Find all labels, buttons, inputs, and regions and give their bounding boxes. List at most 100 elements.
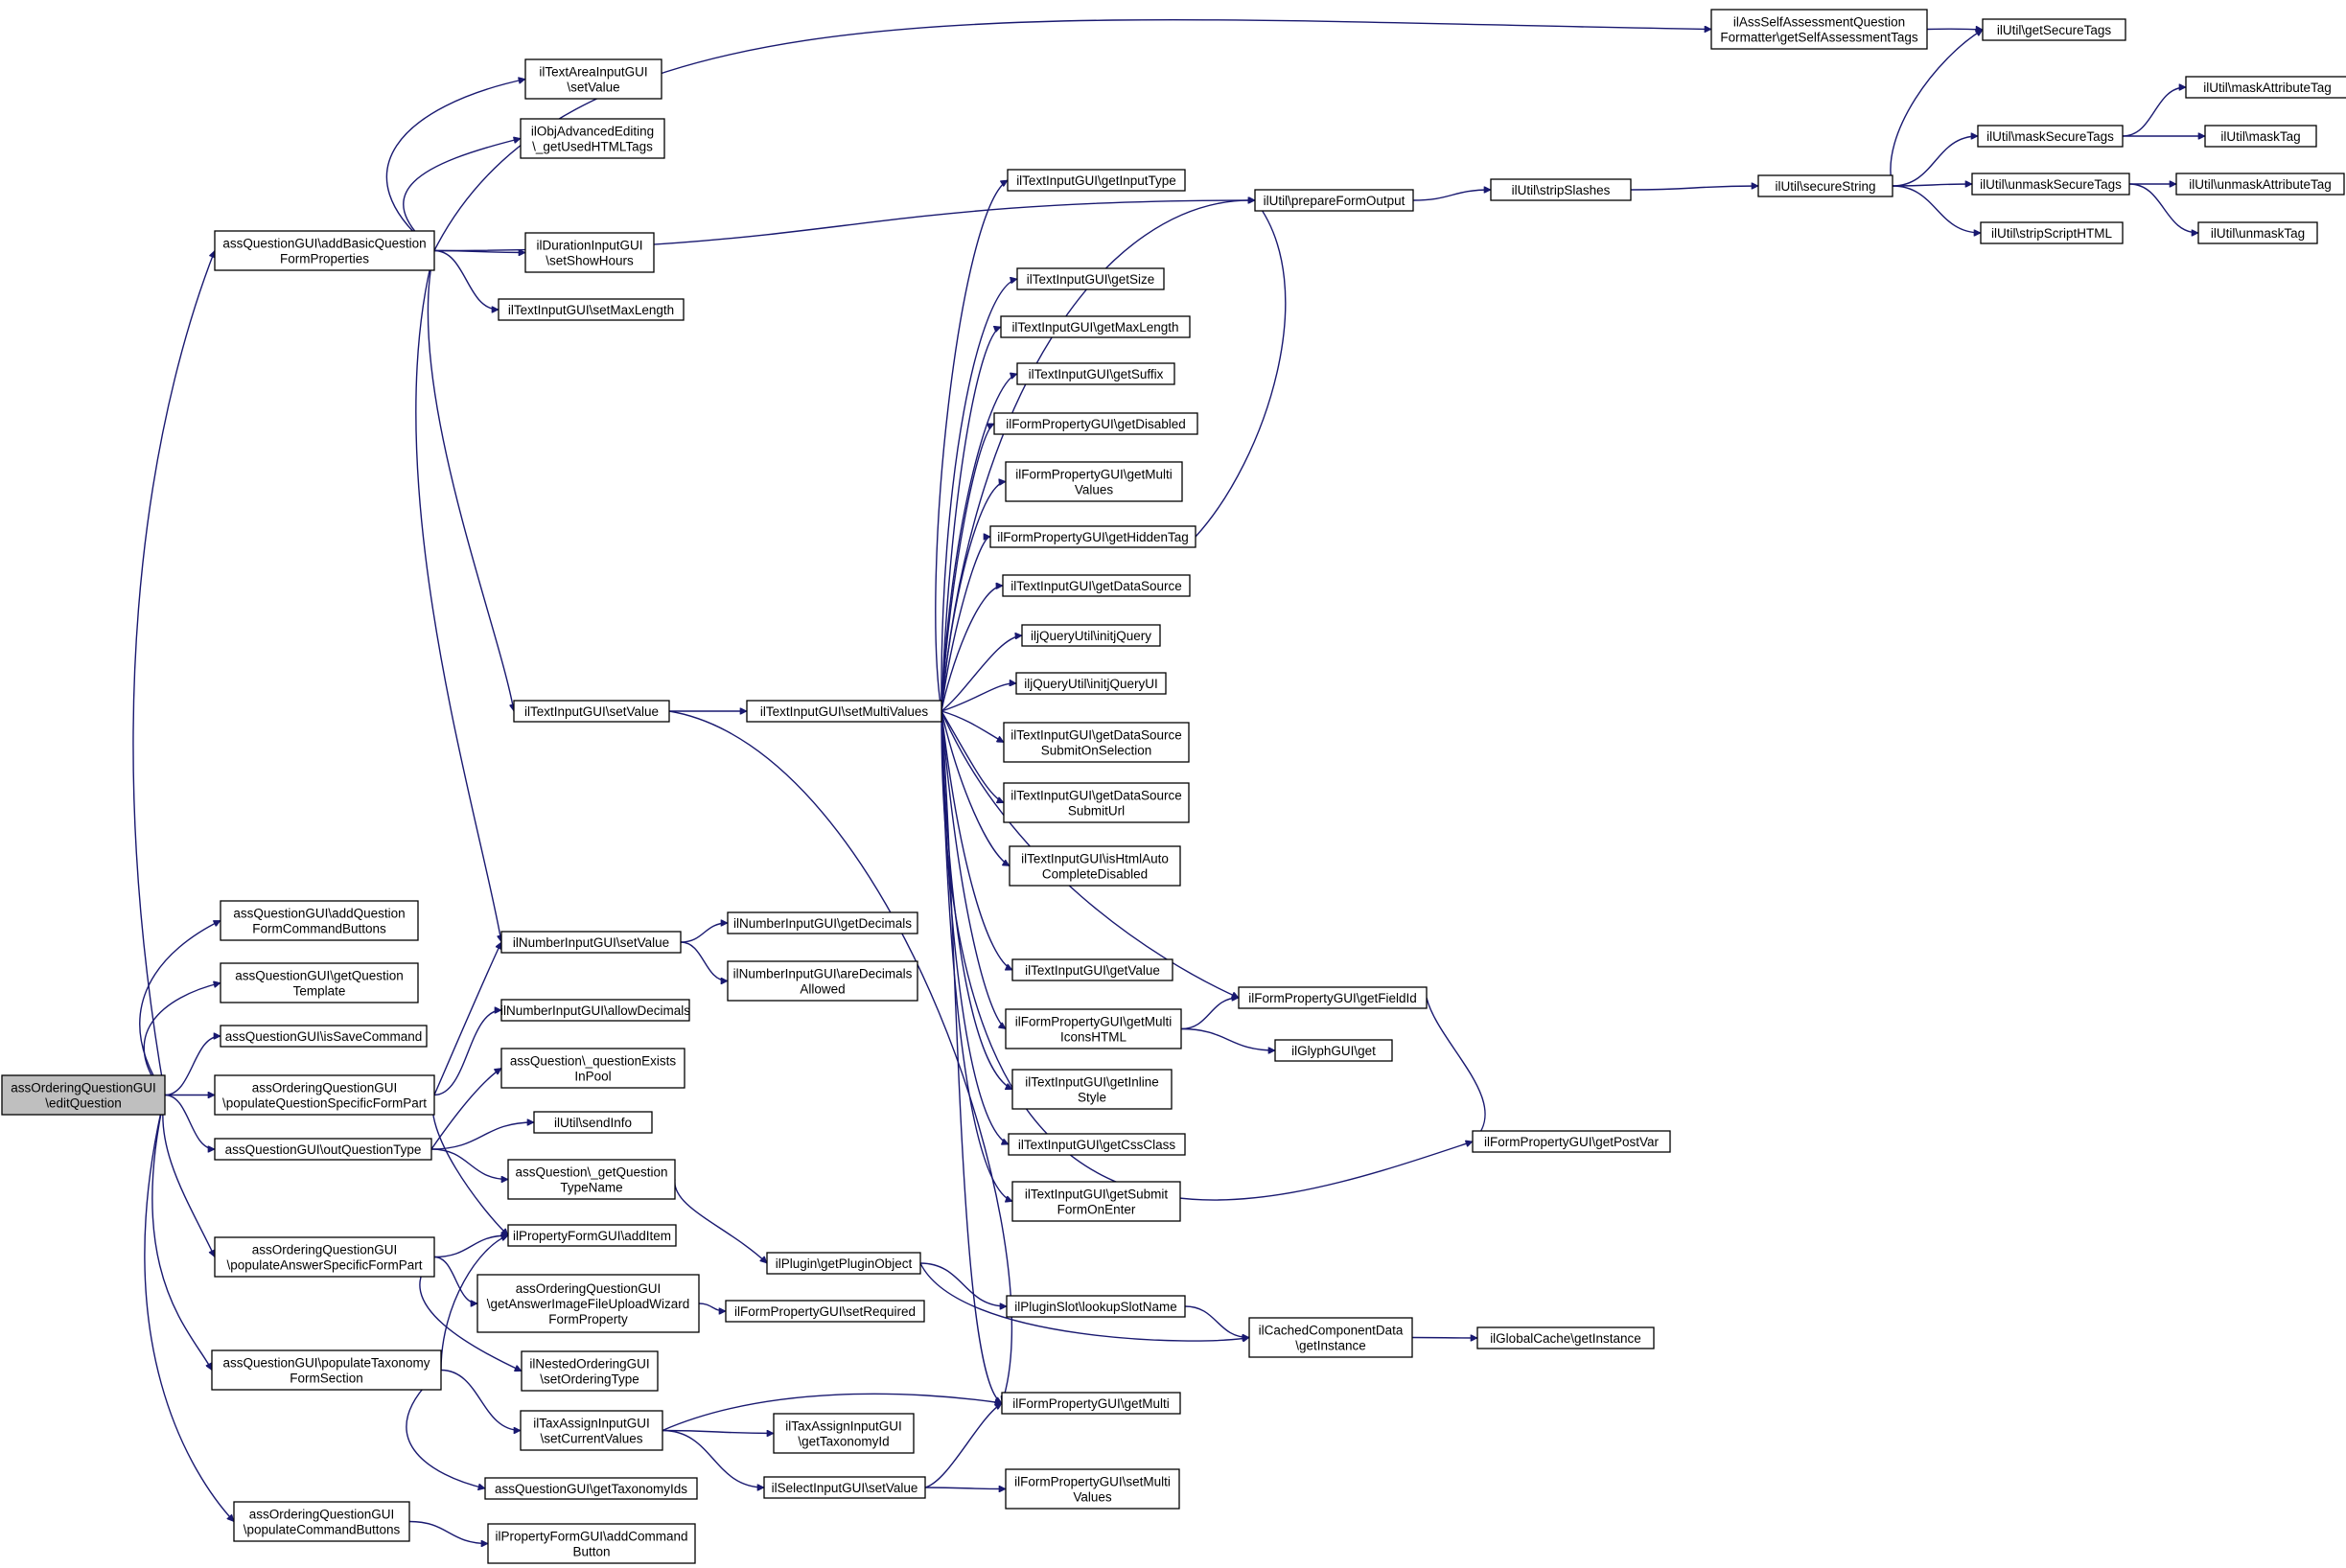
graph-node-n26[interactable]: ilTaxAssignInputGUI\setCurrentValues	[520, 1410, 663, 1451]
graph-node-n71[interactable]: ilUtil\unmaskTag	[2197, 221, 2318, 244]
graph-node-n43[interactable]: ilTextInputGUI\getDataSource	[1002, 574, 1191, 597]
graph-node-n8[interactable]: assOrderingQuestionGUI\populateAnswerSpe…	[214, 1236, 435, 1278]
graph-node-n65[interactable]: ilUtil\maskSecureTags	[1977, 125, 2124, 148]
graph-node-n17[interactable]: ilTextInputGUI\setValue	[513, 700, 670, 723]
edge-n29-n37	[941, 279, 1017, 712]
graph-node-n19[interactable]: ilNumberInputGUI\allowDecimals	[500, 999, 690, 1022]
graph-node-n15[interactable]: ilDurationInputGUI\setShowHours	[524, 232, 655, 273]
node-box	[214, 230, 435, 271]
graph-node-n21[interactable]: ilUtil\sendInfo	[533, 1111, 653, 1134]
graph-node-n66[interactable]: ilUtil\unmaskSecureTags	[1971, 173, 2130, 196]
graph-node-n44[interactable]: iljQueryUtil\initjQuery	[1021, 624, 1161, 647]
graph-node-n34[interactable]: ilTaxAssignInputGUI\getTaxonomyId	[773, 1413, 915, 1454]
edge-n14-n57	[1412, 190, 1491, 201]
graph-node-n11[interactable]: ilAssSelfAssessmentQuestionFormatter\get…	[1710, 9, 1928, 50]
graph-node-n63[interactable]: ilUtil\getSecureTags	[1982, 18, 2126, 41]
node-box	[1011, 1069, 1173, 1110]
graph-node-n7[interactable]: assQuestionGUI\outQuestionType	[214, 1138, 432, 1161]
node-label: ilNumberInputGUI\areDecimals	[733, 967, 913, 981]
graph-node-n6[interactable]: assOrderingQuestionGUI\populateQuestionS…	[214, 1074, 435, 1116]
graph-node-n70[interactable]: ilUtil\unmaskAttributeTag	[2175, 173, 2345, 196]
graph-node-n33[interactable]: ilFormPropertyGUI\setRequired	[725, 1300, 925, 1323]
graph-node-n61[interactable]: ilCachedComponentData\getInstance	[1248, 1317, 1413, 1358]
graph-node-n62[interactable]: ilGlobalCache\getInstance	[1476, 1326, 1655, 1349]
graph-node-n1[interactable]: assOrderingQuestionGUI\editQuestion	[1, 1074, 166, 1116]
graph-node-n48[interactable]: ilTextInputGUI\isHtmlAutoCompleteDisable…	[1009, 845, 1181, 887]
edge-n9-n27	[406, 1369, 485, 1489]
node-label: Style	[1078, 1091, 1106, 1105]
graph-node-n9[interactable]: assQuestionGUI\populateTaxonomyFormSecti…	[211, 1349, 442, 1391]
graph-node-n16[interactable]: ilTextInputGUI\setMaxLength	[498, 298, 685, 321]
node-box	[1757, 174, 1893, 197]
graph-node-n13[interactable]: ilObjAdvancedEditing\_getUsedHTMLTags	[520, 118, 665, 159]
graph-node-n32[interactable]: ilPlugin\getPluginObject	[766, 1252, 921, 1275]
node-label: \getTaxonomyId	[798, 1435, 889, 1449]
graph-node-n10[interactable]: assOrderingQuestionGUI\populateCommandBu…	[233, 1501, 410, 1542]
graph-node-n69[interactable]: ilUtil\maskTag	[2204, 125, 2317, 148]
graph-node-n54[interactable]: ilPluginSlot\lookupSlotName	[1006, 1295, 1186, 1318]
graph-node-n68[interactable]: ilUtil\maskAttributeTag	[2185, 76, 2346, 99]
node-box	[1021, 624, 1161, 647]
node-label: iljQueryUtil\initjQueryUI	[1024, 677, 1158, 691]
graph-node-n3[interactable]: assQuestionGUI\addQuestionFormCommandBut…	[220, 900, 419, 941]
graph-node-n27[interactable]: assQuestionGUI\getTaxonomyIds	[484, 1477, 698, 1500]
graph-node-n30[interactable]: ilNumberInputGUI\getDecimals	[727, 911, 918, 934]
node-label: ilFormPropertyGUI\getMulti	[1012, 1396, 1170, 1411]
node-label: ilNumberInputGUI\getDecimals	[733, 916, 912, 931]
node-box	[725, 1300, 925, 1323]
edge-n29-n14	[941, 200, 1255, 712]
edge-n1-n5	[164, 1036, 221, 1096]
node-label: \editQuestion	[45, 1096, 122, 1111]
graph-node-n23[interactable]: ilPropertyFormGUI\addItem	[507, 1224, 677, 1247]
graph-node-n24[interactable]: assOrderingQuestionGUI\getAnswerImageFil…	[476, 1274, 700, 1333]
graph-node-n14[interactable]: ilUtil\prepareFormOutput	[1254, 189, 1414, 212]
graph-node-n36[interactable]: ilTextInputGUI\getInputType	[1007, 169, 1186, 192]
node-label: ilNumberInputGUI\allowDecimals	[500, 1003, 690, 1018]
node-label: ilTextInputGUI\getValue	[1025, 963, 1160, 978]
graph-node-n2[interactable]: assQuestionGUI\addBasicQuestionFormPrope…	[214, 230, 435, 271]
node-box	[1005, 1468, 1180, 1510]
graph-node-n58[interactable]: ilFormPropertyGUI\getFieldId	[1238, 986, 1428, 1009]
graph-node-n55[interactable]: ilFormPropertyGUI\getMulti	[1001, 1392, 1181, 1415]
node-box	[214, 1074, 435, 1116]
node-label: \_getUsedHTMLTags	[532, 140, 653, 154]
graph-node-n46[interactable]: ilTextInputGUI\getDataSourceSubmitOnSele…	[1003, 722, 1190, 763]
graph-node-n40[interactable]: ilFormPropertyGUI\getDisabled	[993, 412, 1198, 435]
graph-node-n42[interactable]: ilFormPropertyGUI\getHiddenTag	[989, 525, 1196, 548]
graph-node-n67[interactable]: ilUtil\stripScriptHTML	[1980, 221, 2124, 244]
graph-node-n59[interactable]: ilGlyphGUI\get	[1274, 1039, 1393, 1062]
graph-node-n35[interactable]: ilSelectInputGUI\setValue	[763, 1476, 926, 1499]
graph-node-n57[interactable]: ilUtil\stripSlashes	[1490, 178, 1632, 201]
node-label: iljQueryUtil\initjQuery	[1031, 629, 1151, 643]
graph-node-n64[interactable]: ilUtil\secureString	[1757, 174, 1893, 197]
node-box	[1, 1074, 166, 1116]
graph-node-n49[interactable]: ilTextInputGUI\getValue	[1011, 958, 1173, 981]
graph-node-n56[interactable]: ilFormPropertyGUI\setMultiValues	[1005, 1468, 1180, 1510]
node-box	[513, 700, 670, 723]
graph-node-n45[interactable]: iljQueryUtil\initjQueryUI	[1015, 672, 1167, 695]
node-box	[773, 1413, 915, 1454]
graph-node-n29[interactable]: ilTextInputGUI\setMultiValues	[746, 700, 942, 723]
graph-node-n18[interactable]: ilNumberInputGUI\setValue	[500, 931, 682, 954]
graph-node-n60[interactable]: ilFormPropertyGUI\getPostVar	[1472, 1130, 1671, 1153]
graph-node-n38[interactable]: ilTextInputGUI\getMaxLength	[1000, 315, 1191, 338]
graph-node-n5[interactable]: assQuestionGUI\isSaveCommand	[220, 1025, 428, 1048]
graph-node-n37[interactable]: ilTextInputGUI\getSize	[1016, 267, 1165, 290]
edge-n6-n19	[433, 1010, 501, 1096]
graph-node-n12[interactable]: ilTextAreaInputGUI\setValue	[524, 58, 662, 100]
node-label: ilTextInputGUI\getDataSource	[1010, 789, 1182, 803]
node-box	[520, 118, 665, 159]
graph-node-n39[interactable]: ilTextInputGUI\getSuffix	[1016, 362, 1175, 385]
graph-node-n52[interactable]: ilTextInputGUI\getCssClass	[1008, 1133, 1186, 1156]
graph-node-n25[interactable]: ilNestedOrderingGUI\setOrderingType	[521, 1350, 659, 1392]
